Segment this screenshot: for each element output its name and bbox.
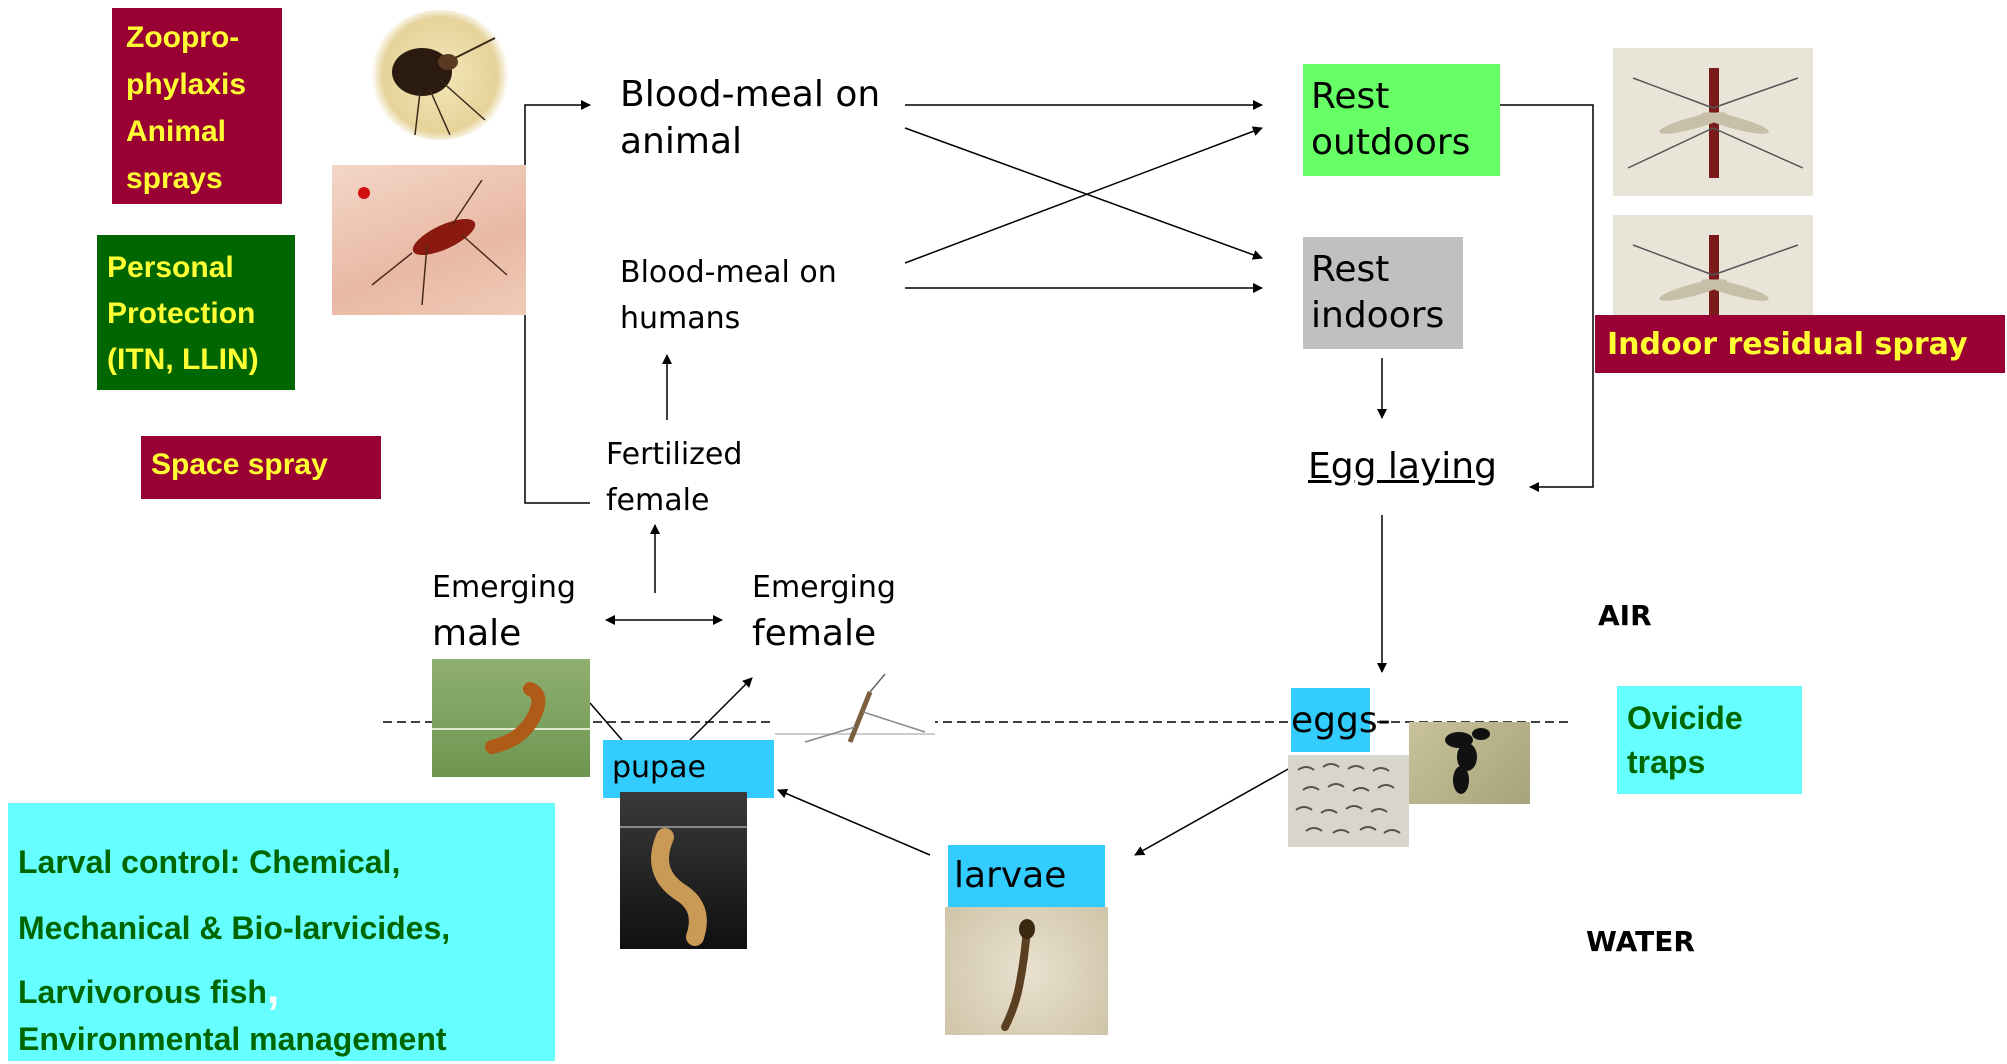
pupae-label-box: pupae — [603, 740, 774, 798]
larva-icon — [945, 907, 1108, 1035]
larval-control-line-3: Larvivorous fish, — [18, 961, 555, 1020]
emerging-female-line-2: female — [752, 611, 896, 657]
blood-meal-animal-line-2: animal — [620, 119, 880, 166]
personal-protection-line-3: (ITN, LLIN) — [107, 337, 295, 383]
space-spray-box: Space spray — [141, 436, 381, 499]
rest-indoors-box: Rest indoors — [1303, 237, 1463, 349]
personal-protection-line-2: Protection — [107, 291, 295, 337]
emerging-female-line-1: Emerging — [752, 565, 896, 611]
indoor-residual-spray-label: Indoor residual spray — [1607, 327, 1968, 362]
emerging-male-label: Emerging male — [432, 565, 576, 657]
mosquito-icon — [332, 165, 526, 315]
rest-indoors-line-1: Rest — [1311, 247, 1463, 293]
blood-meal-humans-line-2: humans — [620, 296, 837, 342]
mosquito-photo-outdoors — [1613, 48, 1813, 196]
emerging-male-line-1: Emerging — [432, 565, 576, 611]
mosquito-photo-top — [370, 10, 510, 140]
zooprophylaxis-line-3: Animal — [126, 108, 282, 155]
emerging-female-label: Emerging female — [752, 565, 896, 657]
larvae-label-box: larvae — [948, 845, 1105, 907]
pupa-icon — [620, 792, 747, 949]
fertilized-female-line-1: Fertilized — [606, 432, 742, 478]
eggs-icon — [1288, 755, 1409, 847]
water-label: WATER — [1586, 924, 1695, 960]
eggs-label-box: eggs- — [1291, 688, 1370, 752]
egg-laying-label: Egg laying — [1308, 444, 1497, 491]
pupae-label: pupae — [612, 750, 706, 785]
larval-control-fish: Larvivorous fish — [18, 974, 267, 1010]
mosquito-photo-skin — [332, 165, 526, 315]
space-spray-label: Space spray — [151, 448, 328, 481]
larval-control-comma: , — [267, 964, 279, 1013]
larva-photo — [945, 907, 1108, 1035]
ovicide-traps-box: Ovicide traps — [1617, 686, 1802, 794]
air-label: AIR — [1598, 598, 1652, 634]
pupa-photo — [620, 792, 747, 949]
emerging-male-photo — [432, 659, 590, 777]
eggs-icon — [1409, 722, 1530, 804]
eggs-label: eggs — [1291, 700, 1378, 741]
zooprophylaxis-box: Zoopro- phylaxis Animal sprays — [112, 8, 282, 204]
rest-indoors-line-2: indoors — [1311, 293, 1463, 339]
rest-outdoors-box: Rest outdoors — [1303, 64, 1500, 176]
larval-control-line-2: Mechanical & Bio-larvicides, — [18, 895, 555, 961]
larval-control-line-4: Environmental management — [18, 1020, 555, 1058]
larval-control-box: Larval control: Chemical, Mechanical & B… — [8, 803, 555, 1061]
fertilized-female-line-2: female — [606, 478, 742, 524]
mosquito-icon — [1613, 215, 1813, 315]
ovicide-traps-line-1: Ovicide — [1627, 696, 1802, 740]
larvae-label: larvae — [954, 855, 1066, 896]
emerging-male-line-2: male — [432, 611, 576, 657]
indoor-residual-spray-box: Indoor residual spray — [1595, 315, 2005, 373]
blood-meal-animal-label: Blood-meal on animal — [620, 72, 880, 166]
rest-outdoors-line-2: outdoors — [1311, 120, 1500, 166]
zooprophylaxis-line-2: phylaxis — [126, 61, 282, 108]
pupa-icon — [432, 659, 590, 777]
emerging-female-photo — [775, 672, 935, 752]
zooprophylaxis-line-1: Zoopro- — [126, 14, 282, 61]
zooprophylaxis-line-4: sprays — [126, 155, 282, 202]
mosquito-icon — [1613, 48, 1813, 196]
mosquito-icon — [370, 10, 510, 140]
blood-meal-animal-line-1: Blood-meal on — [620, 72, 880, 119]
personal-protection-line-1: Personal — [107, 245, 295, 291]
fertilized-female-label: Fertilized female — [606, 432, 742, 524]
eggs-dash: - — [1378, 700, 1391, 741]
personal-protection-box: Personal Protection (ITN, LLIN) — [97, 235, 295, 390]
eggs-photo-2 — [1409, 722, 1530, 804]
mosquito-photo-indoors — [1613, 215, 1813, 315]
ovicide-traps-line-2: traps — [1627, 740, 1802, 784]
blood-meal-humans-label: Blood-meal on humans — [620, 250, 837, 342]
mosquito-icon — [775, 672, 935, 752]
eggs-photo-1 — [1288, 755, 1409, 847]
blood-meal-humans-line-1: Blood-meal on — [620, 250, 837, 296]
larval-control-line-1: Larval control: Chemical, — [18, 829, 555, 895]
rest-outdoors-line-1: Rest — [1311, 74, 1500, 120]
